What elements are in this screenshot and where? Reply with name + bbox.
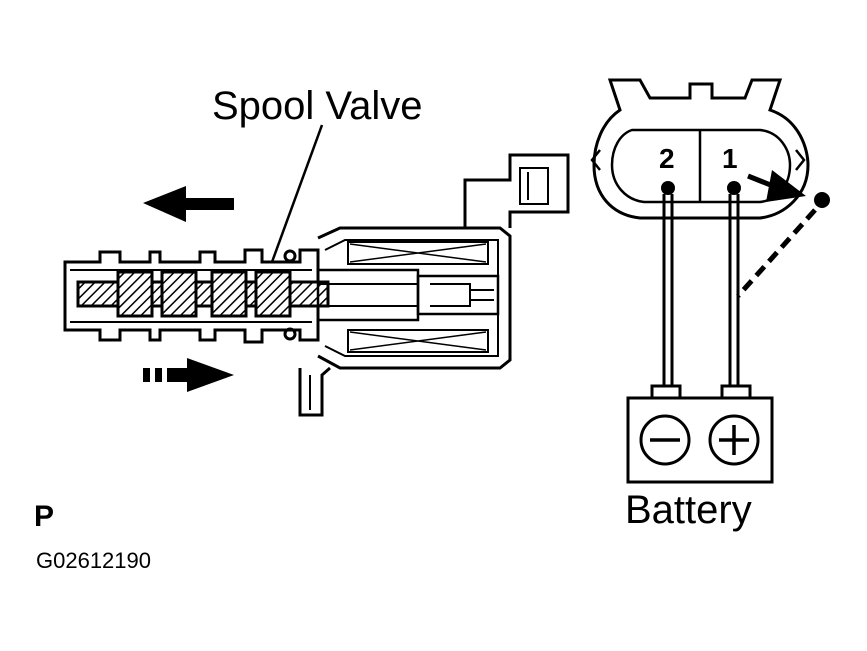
corner-mark: P — [34, 500, 55, 533]
oil-control-valve — [63, 153, 570, 417]
flow-arrow-solid — [143, 186, 234, 222]
figure-code: G02612190 — [36, 548, 151, 573]
plunger — [316, 268, 420, 322]
valve-sleeve — [63, 248, 320, 344]
two-pin-connector — [590, 78, 810, 220]
probe-arrow — [736, 170, 830, 298]
pin-1-terminal — [727, 181, 741, 195]
spool-valve-label: Spool Valve — [212, 84, 423, 128]
coil-top — [347, 241, 489, 265]
flow-arrow-dashed — [143, 358, 234, 392]
pin-2-label: 2 — [659, 143, 675, 174]
test-leads — [662, 194, 740, 390]
minus-icon — [639, 414, 691, 466]
plus-icon — [708, 414, 760, 466]
coil-bottom — [347, 329, 489, 353]
pin-1-label: 1 — [722, 143, 738, 174]
spool-land-4 — [254, 270, 292, 318]
spool-land-3 — [210, 270, 248, 318]
solenoid-connector — [463, 153, 570, 228]
spool-valve-leader — [270, 124, 324, 263]
battery-label: Battery — [625, 488, 752, 532]
mounting-bracket — [298, 366, 331, 417]
battery-case — [626, 396, 774, 484]
spool-land-1 — [116, 270, 154, 318]
battery — [626, 384, 774, 484]
spool-land-2 — [160, 270, 198, 318]
pin-2-terminal — [661, 181, 675, 195]
solenoid-housing — [317, 226, 512, 370]
